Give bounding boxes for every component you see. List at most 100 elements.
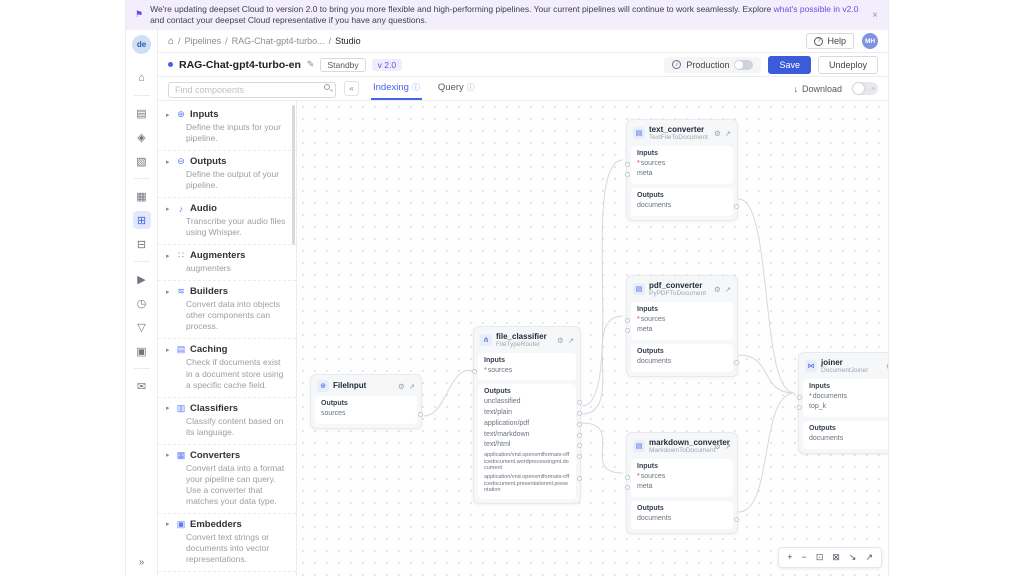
experiments-icon[interactable]: ▽ [137,321,146,334]
node-header[interactable]: ▤ pdf_converter PyPDFToDocument ⚙↗ [627,276,737,302]
chat-icon[interactable]: ✉ [136,380,147,393]
node-file-classifier[interactable]: ⋔ file_classifier FileTypeRouter ⚙↗ Inpu… [472,326,582,504]
expand-sidebar-icon[interactable]: » [138,557,145,568]
node-settings-icon[interactable]: ⚙ [713,441,721,451]
node-header[interactable]: ⋔ file_classifier FileTypeRouter ⚙↗ [474,327,580,353]
fit-view-icon[interactable]: ⊡ [815,552,824,562]
help-button[interactable]: ?Help [806,33,854,49]
caret-icon[interactable]: ▸ [166,288,170,296]
port-handle[interactable] [625,172,630,178]
caret-icon[interactable]: ▸ [166,111,170,119]
port-handle[interactable] [734,360,739,366]
node-markdown-converter[interactable]: ▤ markdown_converter MarkdownToDocument … [625,432,739,534]
edit-icon[interactable]: ✎ [306,59,315,69]
home-icon[interactable]: ⌂ [138,72,145,84]
port-handle[interactable] [577,475,582,481]
port-handle[interactable] [734,517,739,523]
node-text-converter[interactable]: ▤ text_converter TextFileToDocument ⚙↗ I… [625,119,739,221]
breadcrumb-pipelines[interactable]: Pipelines [184,36,222,46]
category-audio[interactable]: ▸♪Audio Transcribe your audio files usin… [158,198,296,246]
category-builders[interactable]: ▸≋Builders Convert data into objects oth… [158,281,296,340]
caret-icon[interactable]: ▸ [166,205,170,213]
port-handle[interactable] [625,317,630,323]
port-handle[interactable] [625,474,630,480]
port-handle[interactable] [577,443,582,449]
category-augmenters[interactable]: ▸∷Augmenters augmenters [158,245,296,282]
port-handle[interactable] [625,328,630,334]
banner-link[interactable]: what's possible in v2.0 [773,3,859,14]
port-handle[interactable] [577,454,582,460]
node-joiner[interactable]: ⋈ joiner DocumentJoiner ⚙↗ Inputs *docum… [797,352,888,454]
production-toggle[interactable] [734,59,754,70]
node-expand-icon[interactable]: ↗ [724,128,731,138]
lock-icon[interactable]: ⊠ [832,552,840,562]
node-header[interactable]: ⋈ joiner DocumentJoiner ⚙↗ [799,353,888,379]
node-settings-icon[interactable]: ⚙ [397,381,405,391]
node-settings-icon[interactable]: ⚙ [556,335,564,345]
category-outputs[interactable]: ▸⊖Outputs Define the output of your pipe… [158,151,296,199]
port-handle[interactable] [472,368,477,374]
undeploy-button[interactable]: Undeploy [817,55,878,74]
components-icon[interactable]: ⊟ [136,238,147,251]
category-converters[interactable]: ▸▦Converters Convert data into a format … [158,445,296,514]
category-evaluators[interactable]: ▸◪Evaluators Evaluate your pipeline perf… [158,572,296,576]
category-embedders[interactable]: ▸▣Embedders Convert text strings or docu… [158,514,296,573]
pipelines-icon[interactable]: ⊞ [132,211,151,229]
close-icon[interactable]: × [872,9,878,21]
port-handle[interactable] [577,432,582,438]
node-header[interactable]: ▤ markdown_converter MarkdownToDocument … [627,433,737,459]
port-handle[interactable] [797,394,802,400]
caret-icon[interactable]: ▸ [166,158,170,166]
playground-icon[interactable]: ▶ [137,273,146,286]
breadcrumb-pipeline-name[interactable]: RAG-Chat-gpt4-turbo... [231,36,325,46]
jobs-icon[interactable]: ▦ [136,190,147,203]
port-handle[interactable] [734,204,739,210]
zoom-in-icon[interactable]: + [787,552,793,562]
node-expand-icon[interactable]: ↗ [567,335,574,345]
port-handle[interactable] [625,161,630,167]
category-caching[interactable]: ▸▤Caching Check if documents exist in a … [158,339,296,398]
category-classifiers[interactable]: ▸▥Classifiers Classify content based on … [158,398,296,445]
node-expand-icon[interactable]: ↗ [724,284,731,294]
port-handle[interactable] [625,485,630,491]
caret-icon[interactable]: ▸ [166,452,170,460]
avatar[interactable]: MH [862,33,878,49]
caret-icon[interactable]: ▸ [166,521,170,529]
port-handle[interactable] [418,412,423,417]
port-handle[interactable] [577,400,582,406]
history-icon[interactable]: ◷ [136,297,147,310]
caret-icon[interactable]: ▸ [166,346,170,354]
scrollbar-thumb[interactable] [292,105,295,245]
layout-icon[interactable]: ↗ [865,552,873,562]
node-settings-icon[interactable]: ⚙ [713,284,721,294]
download-button[interactable]: ↓Download [793,84,842,94]
layout-icon[interactable]: ↘ [848,552,857,562]
caret-icon[interactable]: ▸ [166,252,170,260]
node-expand-icon[interactable]: ↗ [408,381,415,391]
caret-icon[interactable]: ▸ [166,405,170,413]
data-icon[interactable]: ▧ [136,155,147,168]
node-header[interactable]: ⊕ FileInput ⚙↗ [311,375,421,396]
node-pdf-converter[interactable]: ▤ pdf_converter PyPDFToDocument ⚙↗ Input… [625,275,739,377]
port-handle[interactable] [577,411,582,417]
save-button[interactable]: Save [768,55,811,74]
pipeline-canvas[interactable]: ⊕ FileInput ⚙↗ Outputs sources ⋔ [297,101,888,576]
search-input[interactable] [168,81,336,98]
category-inputs[interactable]: ▸⊕Inputs Define the inputs for your pipe… [158,104,296,152]
node-settings-icon[interactable]: ⚙ [886,362,888,371]
port-handle[interactable] [797,405,802,411]
zoom-out-icon[interactable]: − [801,552,807,562]
node-file-input[interactable]: ⊕ FileInput ⚙↗ Outputs sources [310,374,423,429]
node-expand-icon[interactable]: ↗ [724,441,731,451]
collapse-panel-button[interactable]: « [344,81,359,96]
port-handle[interactable] [577,421,582,427]
node-header[interactable]: ▤ text_converter TextFileToDocument ⚙↗ [627,120,737,146]
labels-icon[interactable]: ◈ [137,131,146,144]
home-breadcrumb-icon[interactable]: ⌂ [168,35,175,47]
yaml-view-toggle[interactable]: ‹› [852,82,878,95]
node-settings-icon[interactable]: ⚙ [713,128,721,138]
files-icon[interactable]: ▤ [136,107,147,120]
logs-icon[interactable]: ▣ [136,345,147,358]
